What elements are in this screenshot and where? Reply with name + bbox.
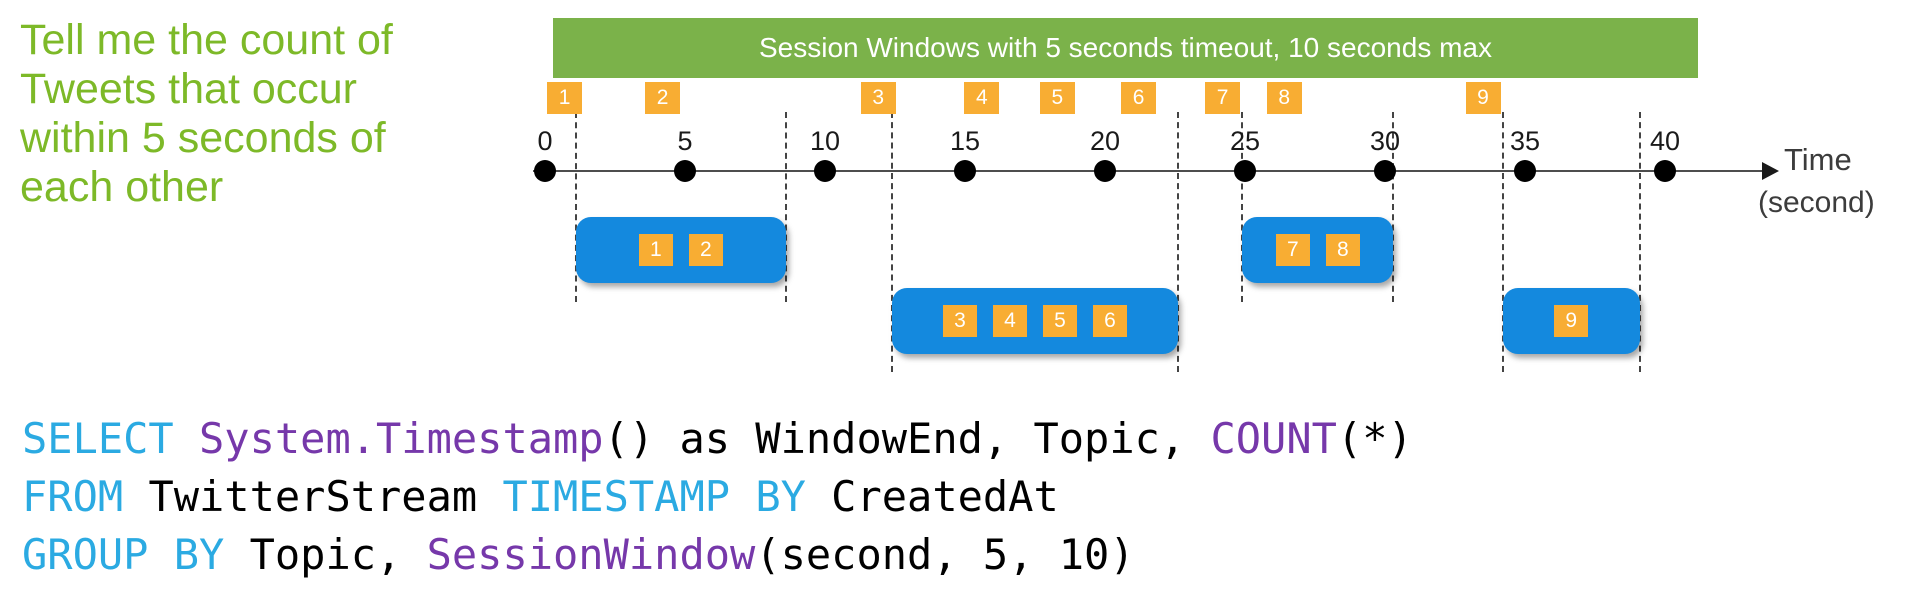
session-window-3-start-boundary: [1241, 112, 1244, 302]
event-8: 8: [1266, 82, 1302, 114]
session-window-2-event-4: 4: [992, 305, 1027, 337]
tick-dot-10: [814, 160, 836, 182]
sql-keyword: TIMESTAMP BY: [502, 472, 806, 521]
event-6: 6: [1121, 82, 1157, 114]
sql-line-3: GROUP BY Topic, SessionWindow(second, 5,…: [22, 526, 1413, 584]
sql-keyword: GROUP BY: [22, 530, 225, 579]
sql-text: Topic,: [224, 530, 427, 579]
session-window-4-start-boundary: [1501, 112, 1504, 372]
session-window-1-event-1: 1: [638, 234, 673, 266]
session-window-2-event-3: 3: [942, 305, 977, 337]
event-9: 9: [1465, 82, 1501, 114]
tick-label-25: 25: [1229, 126, 1261, 156]
sql-keyword: SELECT: [22, 414, 174, 463]
sql-line-2: FROM TwitterStream TIMESTAMP BY CreatedA…: [22, 468, 1413, 526]
prompt-text: Tell me the count of Tweets that occur w…: [20, 16, 393, 212]
tick-label-15: 15: [949, 126, 981, 156]
session-window-3-event-8: 8: [1325, 234, 1360, 266]
tick-label-30: 30: [1369, 126, 1401, 156]
sql-text: (*): [1336, 414, 1413, 463]
event-7: 7: [1205, 82, 1241, 114]
session-window-1-start-boundary: [574, 112, 577, 302]
sql-text: [174, 414, 199, 463]
sql-text: TwitterStream: [123, 472, 503, 521]
prompt-line-3: within 5 seconds of: [20, 114, 386, 162]
sql-function: SessionWindow: [426, 530, 756, 579]
session-window-3-event-7: 7: [1275, 234, 1310, 266]
tick-label-5: 5: [677, 126, 693, 156]
banner-label: Session Windows with 5 seconds timeout, …: [758, 32, 1493, 63]
axis-label-time: Time: [1784, 142, 1852, 177]
tick-dot-15: [954, 160, 976, 182]
sql-line-1: SELECT System.Timestamp() as WindowEnd, …: [22, 410, 1413, 468]
tick-label-0: 0: [537, 126, 553, 156]
session-window-3-end-boundary: [1392, 112, 1395, 302]
event-1: 1: [547, 82, 583, 114]
tick-dot-0: [534, 160, 556, 182]
tick-dot-25: [1234, 160, 1256, 182]
session-window-2-event-6: 6: [1092, 305, 1127, 337]
event-3: 3: [860, 82, 896, 114]
tick-dot-40: [1654, 160, 1676, 182]
prompt-line-2: Tweets that occur: [20, 65, 357, 113]
tick-dot-5: [674, 160, 696, 182]
event-4: 4: [964, 82, 1000, 114]
tick-label-20: 20: [1089, 126, 1121, 156]
session-window-4-event-9: 9: [1554, 305, 1589, 337]
sql-function: COUNT: [1210, 414, 1337, 463]
session-window-4: 9: [1502, 288, 1640, 354]
prompt-line-4: each other: [20, 163, 224, 211]
sql-text: CreatedAt: [805, 472, 1059, 521]
tick-dot-30: [1374, 160, 1396, 182]
time-axis-arrowhead-icon: [1762, 162, 1779, 180]
event-2: 2: [645, 82, 681, 114]
session-window-2-event-5: 5: [1042, 305, 1077, 337]
session-window-2-end-boundary: [1176, 112, 1179, 372]
tick-dot-20: [1094, 160, 1116, 182]
tick-label-10: 10: [809, 126, 841, 156]
time-axis: [533, 170, 1765, 172]
event-5: 5: [1039, 82, 1075, 114]
prompt-line-1: Tell me the count of: [20, 16, 393, 64]
sql-text: (second, 5, 10): [755, 530, 1135, 579]
tick-label-35: 35: [1509, 126, 1541, 156]
axis-label-unit: (second): [1758, 186, 1875, 219]
sql-text: () as WindowEnd, Topic,: [603, 414, 1211, 463]
session-window-2-start-boundary: [891, 112, 894, 372]
sql-query: SELECT System.Timestamp() as WindowEnd, …: [22, 410, 1413, 584]
session-window-banner: Session Windows with 5 seconds timeout, …: [553, 18, 1698, 78]
session-window-1-end-boundary: [784, 112, 787, 302]
session-window-4-end-boundary: [1638, 112, 1641, 372]
tick-label-40: 40: [1649, 126, 1681, 156]
sql-keyword: FROM: [22, 472, 124, 521]
session-window-1-event-2: 2: [688, 234, 723, 266]
sql-function: System.Timestamp: [199, 414, 604, 463]
tick-dot-35: [1514, 160, 1536, 182]
